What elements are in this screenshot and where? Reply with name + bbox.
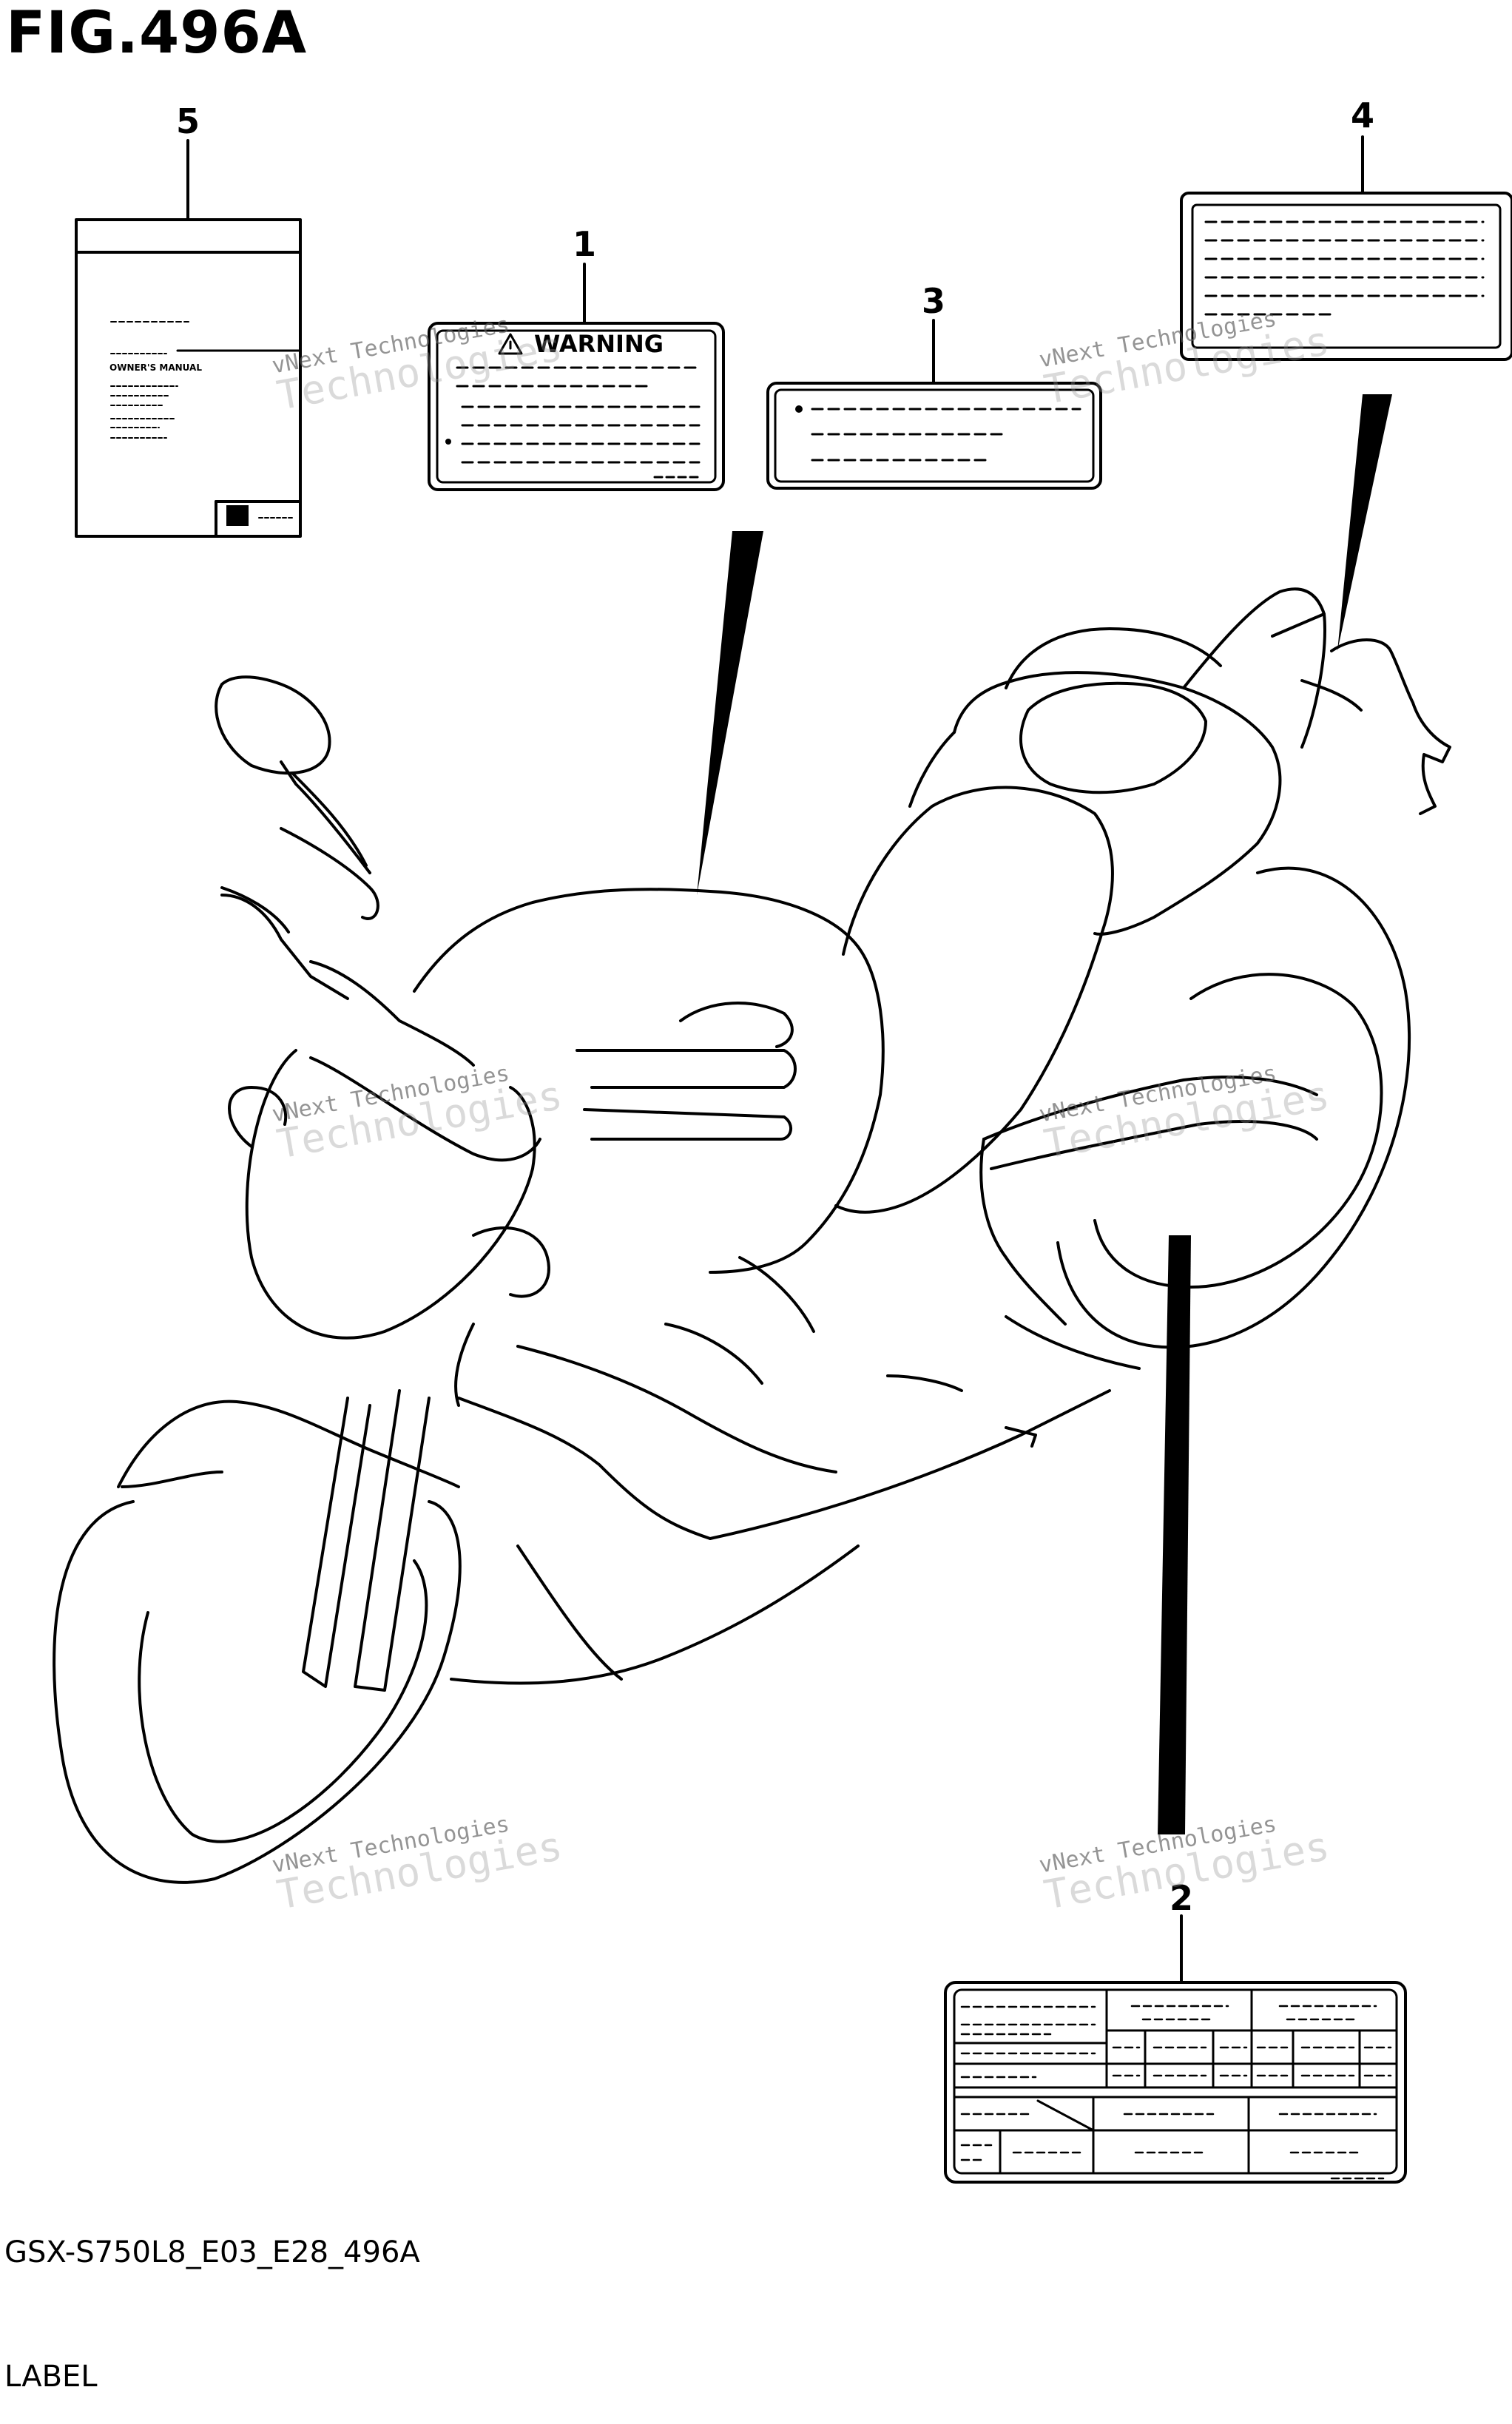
callout-1: 1: [573, 224, 596, 264]
owners-manual-drawing: [75, 218, 302, 538]
figure-code: GSX-S750L8_E03_E28_496A: [4, 2235, 420, 2269]
section-label: LABEL: [4, 2360, 98, 2394]
rear-label-drawing: [1180, 192, 1512, 361]
callout-3: 3: [922, 281, 945, 321]
figure-title: FIG.496A: [6, 0, 308, 67]
arrow-4: [1337, 394, 1392, 651]
information-label-drawing: [944, 1981, 1407, 2184]
warning-heading: WARNING: [534, 330, 664, 358]
arrow-1: [697, 531, 763, 895]
motorcycle-outline: [53, 587, 1451, 1884]
callout-5: 5: [176, 101, 200, 141]
callout-2: 2: [1170, 1878, 1193, 1918]
callout-4: 4: [1351, 95, 1374, 135]
manual-title: OWNER'S MANUAL: [109, 362, 202, 373]
arrow-2: [1158, 1235, 1191, 1834]
warning-label-drawing: [428, 322, 725, 491]
